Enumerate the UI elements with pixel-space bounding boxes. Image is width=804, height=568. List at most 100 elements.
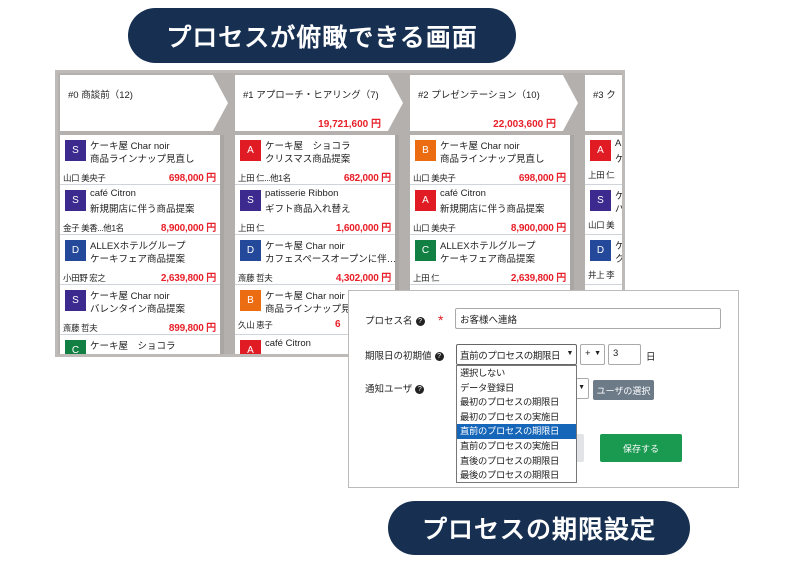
dropdown-option[interactable]: 最初のプロセスの期限日 (460, 397, 559, 408)
process-settings-dialog: プロセス名? * お客様へ連絡 期限日の初期値? 直前のプロセスの期限日▼ +▼… (348, 290, 739, 488)
customer-name: ALLEXホテルグループ (440, 241, 536, 252)
deal-name: 商品ラインナップ見直し (90, 154, 195, 165)
notify-user-label: 通知ユーザ? (365, 381, 425, 395)
deal-card[interactable]: A Al ケ 上田 仁 (585, 135, 625, 185)
rank-badge: C (65, 340, 86, 354)
deal-name: カフェスペースオープンに伴… (265, 254, 395, 265)
chevron-down-icon: ▼ (594, 350, 601, 357)
column-header[interactable]: #3 ク (585, 75, 622, 131)
assignee: 上田 仁 (413, 273, 440, 283)
dropdown-option[interactable]: 直前のプロセスの実施日 (460, 440, 559, 451)
rank-badge: S (65, 290, 86, 311)
assignee: 山口 美 (588, 220, 615, 230)
deal-card[interactable]: S ケーキ屋 Char noir バレンタイン商品提案 斎藤 哲夫 899,80… (60, 285, 220, 335)
days-input[interactable]: 3 (608, 344, 641, 365)
deal-name: バ (615, 204, 625, 215)
customer-name: ケーキ屋 Char noir (90, 291, 170, 302)
deal-card[interactable]: C ALLEXホテルグループ ケーキフェア商品提案 上田 仁 2,639,800… (410, 235, 570, 285)
card-footer: 久山 恵子 6 (238, 319, 391, 331)
customer-name: café Citron (265, 338, 311, 349)
card-footer: 井上 李 (588, 269, 622, 281)
column-header[interactable]: #2 プレゼンテーション（10)22,003,600 円 (410, 75, 578, 131)
card-footer: 上田 仁 (588, 169, 622, 181)
customer-name: ケーキ屋 ショコラ (90, 341, 176, 352)
dropdown-option[interactable]: 最後のプロセスの期限日 (460, 470, 559, 481)
card-footer: 上田 仁 2,639,800 円 (413, 269, 566, 284)
deal-card[interactable]: C ケーキ屋 ショコラ (60, 335, 220, 354)
rank-badge: A (240, 340, 261, 354)
card-list[interactable]: S ケーキ屋 Char noir 商品ラインナップ見直し 山口 美央子 698,… (60, 135, 224, 354)
deal-card[interactable]: D ALLEXホテルグループ ケーキフェア商品提案 小田野 宏之 2,639,8… (60, 235, 220, 285)
card-footer: 小田野 宏之 2,639,800 円 (63, 269, 216, 284)
deal-card[interactable]: S café Citron 新規開店に伴う商品提案 金子 美香...他1名 8,… (60, 185, 220, 235)
column-title: #1 アプローチ・ヒアリング（7) (243, 90, 379, 101)
rank-badge: A (415, 190, 436, 211)
customer-name: café Citron (90, 188, 136, 199)
customer-name: café Citron (440, 188, 486, 199)
select-user-button[interactable]: ユーザの選択 (593, 380, 654, 400)
deal-card[interactable]: S ケ バ 山口 美 (585, 185, 625, 235)
sign-select[interactable]: +▼ (580, 344, 605, 365)
card-footer: 金子 美香...他1名 8,900,000 円 (63, 219, 216, 234)
deal-name: 商品ラインナップ見直し (440, 154, 545, 165)
customer-name: ALLEXホテルグループ (90, 241, 186, 252)
help-icon[interactable]: ? (415, 317, 425, 326)
help-icon[interactable]: ? (415, 385, 425, 394)
deal-card[interactable]: A café Citron (235, 335, 395, 354)
customer-name: patisserie Ribbon (265, 188, 339, 199)
deal-name: ケ (615, 154, 625, 165)
rank-badge: A (240, 140, 261, 161)
assignee: 上田 仁 (588, 170, 615, 180)
card-footer: 山口 美 (588, 219, 622, 231)
rank-badge: S (65, 190, 86, 211)
assignee: 金子 美香...他1名 (63, 223, 124, 233)
deal-card[interactable]: A café Citron 新規開店に伴う商品提案 山口 美央子 8,900,0… (410, 185, 570, 235)
card-list[interactable]: A ケーキ屋 ショコラ クリスマス商品提案 上田 仁...他1名 682,000… (235, 135, 399, 354)
assignee: 山口 美央子 (413, 173, 456, 183)
deal-amount: 2,639,800 円 (510, 273, 566, 284)
dropdown-option[interactable]: 最初のプロセスの実施日 (460, 411, 559, 422)
deal-card[interactable]: A ケーキ屋 ショコラ クリスマス商品提案 上田 仁...他1名 682,000… (235, 135, 395, 185)
rank-badge: B (240, 290, 261, 311)
dropdown-option[interactable]: データ登録日 (460, 382, 514, 393)
assignee: 久山 恵子 (238, 320, 273, 330)
card-footer: 山口 美央子 698,000 円 (63, 169, 216, 184)
deal-name: ケーキフェア商品提案 (440, 254, 536, 265)
column-header[interactable]: #0 商談前（12) (60, 75, 228, 131)
deal-card[interactable]: D ケ ク 井上 李 (585, 235, 625, 285)
deal-name: ギフト商品入れ替え (265, 204, 351, 215)
dropdown-option[interactable]: 直前のプロセスの期限日 (457, 424, 576, 439)
deal-name: ケーキフェア商品提案 (90, 254, 186, 265)
card-footer: 山口 美央子 698,000 円 (413, 169, 566, 184)
customer-name: ケーキ屋 Char noir (265, 291, 345, 302)
deal-amount: 1,600,000 円 (335, 223, 391, 234)
deal-card[interactable]: D ケーキ屋 Char noir カフェスペースオープンに伴… 斎藤 哲夫 4,… (235, 235, 395, 285)
required-mark: * (438, 312, 444, 328)
customer-name: ケーキ屋 Char noir (440, 141, 520, 152)
card-footer: 斎藤 哲夫 899,800 円 (63, 319, 216, 334)
column-title: #2 プレゼンテーション（10) (418, 90, 540, 101)
customer-name: ケ (615, 241, 625, 252)
card-footer: 斎藤 哲夫 4,302,000 円 (238, 269, 391, 284)
chevron-down-icon: ▼ (578, 384, 585, 391)
column-header[interactable]: #1 アプローチ・ヒアリング（7)19,721,600 円 (235, 75, 403, 131)
rank-badge: S (65, 140, 86, 161)
help-icon[interactable]: ? (434, 352, 444, 361)
card-footer: 上田 仁 1,600,000 円 (238, 219, 391, 234)
assignee: 井上 李 (588, 270, 615, 280)
deal-name: 新規開店に伴う商品提案 (90, 204, 195, 215)
customer-name: ケーキ屋 ショコラ (265, 141, 351, 152)
due-default-select[interactable]: 直前のプロセスの期限日▼ (456, 344, 577, 365)
due-default-dropdown-list: 選択しないデータ登録日最初のプロセスの期限日最初のプロセスの実施日直前のプロセス… (456, 365, 577, 483)
dropdown-option[interactable]: 選択しない (460, 368, 505, 378)
deal-card[interactable]: B ケーキ屋 Char noir 商品ラインナップ見 久山 恵子 6 (235, 285, 395, 335)
save-button[interactable]: 保存する (600, 434, 682, 462)
deal-amount: 698,000 円 (168, 173, 216, 184)
deal-card[interactable]: S patisserie Ribbon ギフト商品入れ替え 上田 仁 1,600… (235, 185, 395, 235)
process-name-input[interactable]: お客様へ連絡 (455, 308, 721, 329)
dropdown-option[interactable]: 直後のプロセスの期限日 (460, 455, 559, 466)
customer-name: ケーキ屋 Char noir (265, 241, 345, 252)
deal-card[interactable]: S ケーキ屋 Char noir 商品ラインナップ見直し 山口 美央子 698,… (60, 135, 220, 185)
due-default-value: 直前のプロセスの期限日 (460, 351, 561, 362)
deal-card[interactable]: B ケーキ屋 Char noir 商品ラインナップ見直し 山口 美央子 698,… (410, 135, 570, 185)
